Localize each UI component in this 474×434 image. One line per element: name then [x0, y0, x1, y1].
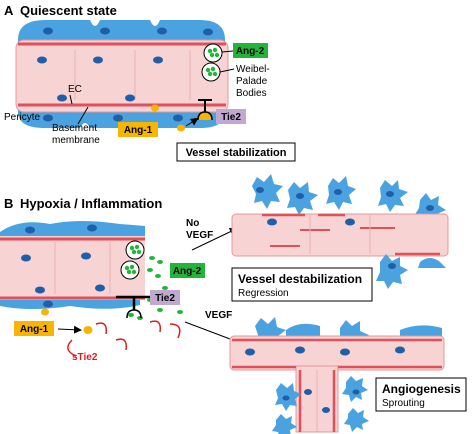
weibel-label-2: Palade [236, 76, 268, 87]
nucleus [153, 56, 163, 64]
nucleus [203, 28, 213, 36]
ang1-molecule [177, 124, 185, 132]
panel-a-vessel [15, 20, 229, 128]
outcome-box-destabilization [231, 267, 373, 302]
regression-label: Regression [238, 288, 289, 299]
weibel-palade-bodies-a [201, 43, 223, 82]
ec-label: EC [68, 84, 82, 95]
nucleus [157, 27, 167, 35]
ang2-label-box [233, 43, 268, 58]
ang1-molecule [83, 326, 93, 334]
tie2-label-box-b [150, 290, 180, 305]
ang1-label-box-a [118, 122, 158, 137]
ang1-molecule [151, 104, 159, 112]
nucleus [173, 114, 183, 122]
vegf-label: VEGF [205, 310, 232, 321]
vessel-destabilization-label: Vessel destabilization [238, 272, 362, 286]
no-vegf-label-2: VEGF [186, 230, 213, 241]
vessel-stabilization-label: Vessel stabilization [186, 147, 287, 159]
nucleus [43, 114, 53, 122]
tie2-label-box-a [216, 109, 246, 124]
outcome-box-a [176, 142, 296, 162]
angiogenic-vessel [229, 317, 445, 434]
weibel-label-1: Weibel- [236, 64, 270, 75]
weibel-label-3: Bodies [236, 88, 267, 99]
stie2-label: sTie2 [72, 352, 98, 363]
nucleus [100, 27, 110, 35]
ang1-label-b: Ang-1 [20, 324, 49, 335]
outcome-box-angiogenesis [375, 377, 467, 412]
ang1-label-box-b [14, 321, 54, 336]
vessel-lumen [15, 39, 229, 113]
weibel-palade-bodies-b [120, 240, 145, 280]
no-vegf-label-1: No [186, 218, 199, 229]
nucleus [113, 114, 123, 122]
sprouting-label: Sprouting [382, 398, 425, 409]
pericyte-label: Pericyte [4, 112, 41, 123]
tie2-receptor-b [126, 309, 142, 319]
panel-b-title: Hypoxia / Inflammation [20, 196, 162, 211]
ang1-molecule [41, 308, 49, 316]
destabilized-vessel [231, 174, 449, 289]
tie2-label-b: Tie2 [155, 293, 175, 304]
nucleus [43, 27, 53, 35]
nucleus [93, 56, 103, 64]
panel-b-vessel [0, 221, 145, 309]
soluble-tie2 [67, 320, 181, 357]
ang2-label: Ang-2 [236, 46, 265, 57]
tie2-label-a: Tie2 [221, 112, 241, 123]
ang2-label-b: Ang-2 [173, 266, 202, 277]
panel-a-letter: A [4, 3, 14, 18]
nucleus [125, 94, 135, 102]
ang1-label-a: Ang-1 [124, 125, 153, 136]
angiogenesis-label: Angiogenesis [382, 382, 461, 396]
basement-label-1: Basement [52, 123, 97, 134]
ang2-label-box-b [170, 263, 205, 278]
panel-a-title: Quiescent state [20, 3, 117, 18]
tie2-receptor-a [197, 111, 213, 121]
basement-label-2: membrane [52, 135, 100, 146]
panel-b-letter: B [4, 196, 13, 211]
nucleus [37, 56, 47, 64]
nucleus [57, 94, 67, 102]
